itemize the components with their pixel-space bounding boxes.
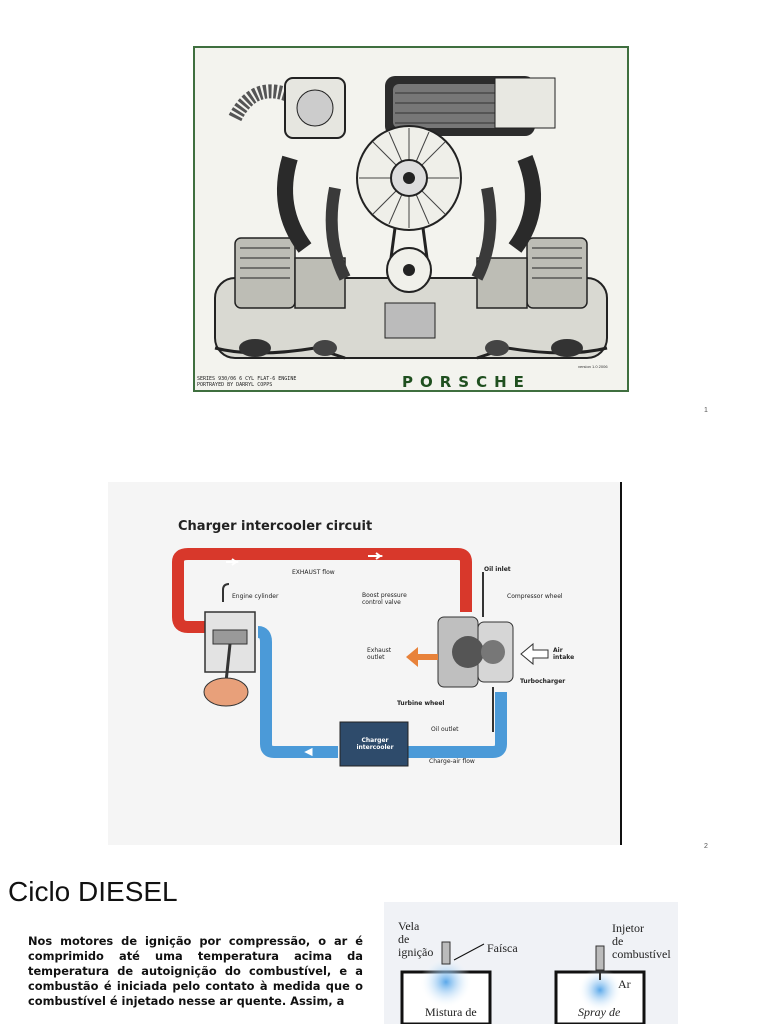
label-injetor-line-3: combustível	[612, 947, 671, 961]
label-spray: Spray de	[578, 1005, 621, 1019]
body-paragraph: Nos motores de ignição por compressão, o…	[28, 934, 363, 1008]
figure-credit: version 1.0 2006	[578, 364, 608, 369]
engine-cutaway-icon	[214, 76, 608, 360]
label-faisca: Faísca	[487, 941, 518, 955]
intercooler-diagram	[108, 482, 620, 845]
page-number-2: 2	[704, 843, 708, 850]
label-oil-inlet: Oil inlet	[484, 566, 511, 573]
label-exhaust-flow: EXHAUST flow	[292, 569, 335, 576]
label-engine-cylinder: Engine cylinder	[232, 593, 279, 600]
caption-line-1: SERIES 930/06 6 CYL FLAT-6 ENGINE	[197, 376, 297, 382]
label-intercooler-line-2: intercooler	[356, 744, 394, 751]
label-air-intake: Air intake	[553, 647, 574, 661]
figure-caption: SERIES 930/06 6 CYL FLAT-6 ENGINE PORTRA…	[197, 376, 296, 388]
combustion-comparison-figure	[384, 902, 678, 1026]
label-air-line-2: intake	[553, 654, 575, 661]
label-intercooler-line-1: Charger	[361, 737, 389, 744]
diagram-title: Charger intercooler circuit	[178, 519, 373, 534]
label-vela-line-2: de	[398, 932, 410, 946]
label-boost-pressure: Boost pressure control valve	[362, 592, 407, 606]
label-injetor-line-1: Injetor	[612, 921, 644, 935]
label-boost-line-1: Boost pressure	[362, 592, 407, 599]
cylinder-diagram-icon	[400, 941, 646, 1026]
section-title: Ciclo DIESEL	[8, 876, 178, 907]
label-turbine-wheel: Turbine wheel	[397, 700, 445, 707]
circuit-diagram-icon	[172, 548, 549, 767]
label-exhaust-outlet: Exhaust outlet	[367, 647, 391, 661]
label-injetor: Injetor de combustível	[612, 922, 671, 961]
caption-line-2: PORTRAYED BY DARRYL COPPS	[197, 382, 273, 388]
label-oil-outlet: Oil outlet	[431, 726, 459, 733]
label-vela-line-1: Vela	[398, 919, 420, 933]
label-air-line-1: Air	[553, 647, 563, 654]
engine-illustration	[193, 46, 629, 392]
label-vela-line-3: ignição	[398, 945, 434, 959]
label-exhaust-outlet-line-2: outlet	[367, 654, 385, 661]
label-ar: Ar	[618, 977, 631, 991]
label-compressor-wheel: Compressor wheel	[507, 593, 563, 600]
brand-logo-text: PORSCHE	[402, 373, 531, 391]
label-boost-line-2: control valve	[362, 599, 401, 606]
label-charge-air-flow: Charge-air flow	[429, 758, 475, 765]
label-mistura: Mistura de	[425, 1005, 477, 1019]
label-injetor-line-2: de	[612, 934, 624, 948]
label-turbocharger: Turbocharger	[520, 678, 566, 685]
label-vela: Vela de ignição	[398, 920, 433, 959]
label-intercooler: Charger intercooler	[345, 737, 405, 751]
label-exhaust-outlet-line-1: Exhaust	[367, 647, 392, 654]
vertical-divider	[620, 482, 622, 845]
page-number-1: 1	[704, 407, 708, 414]
